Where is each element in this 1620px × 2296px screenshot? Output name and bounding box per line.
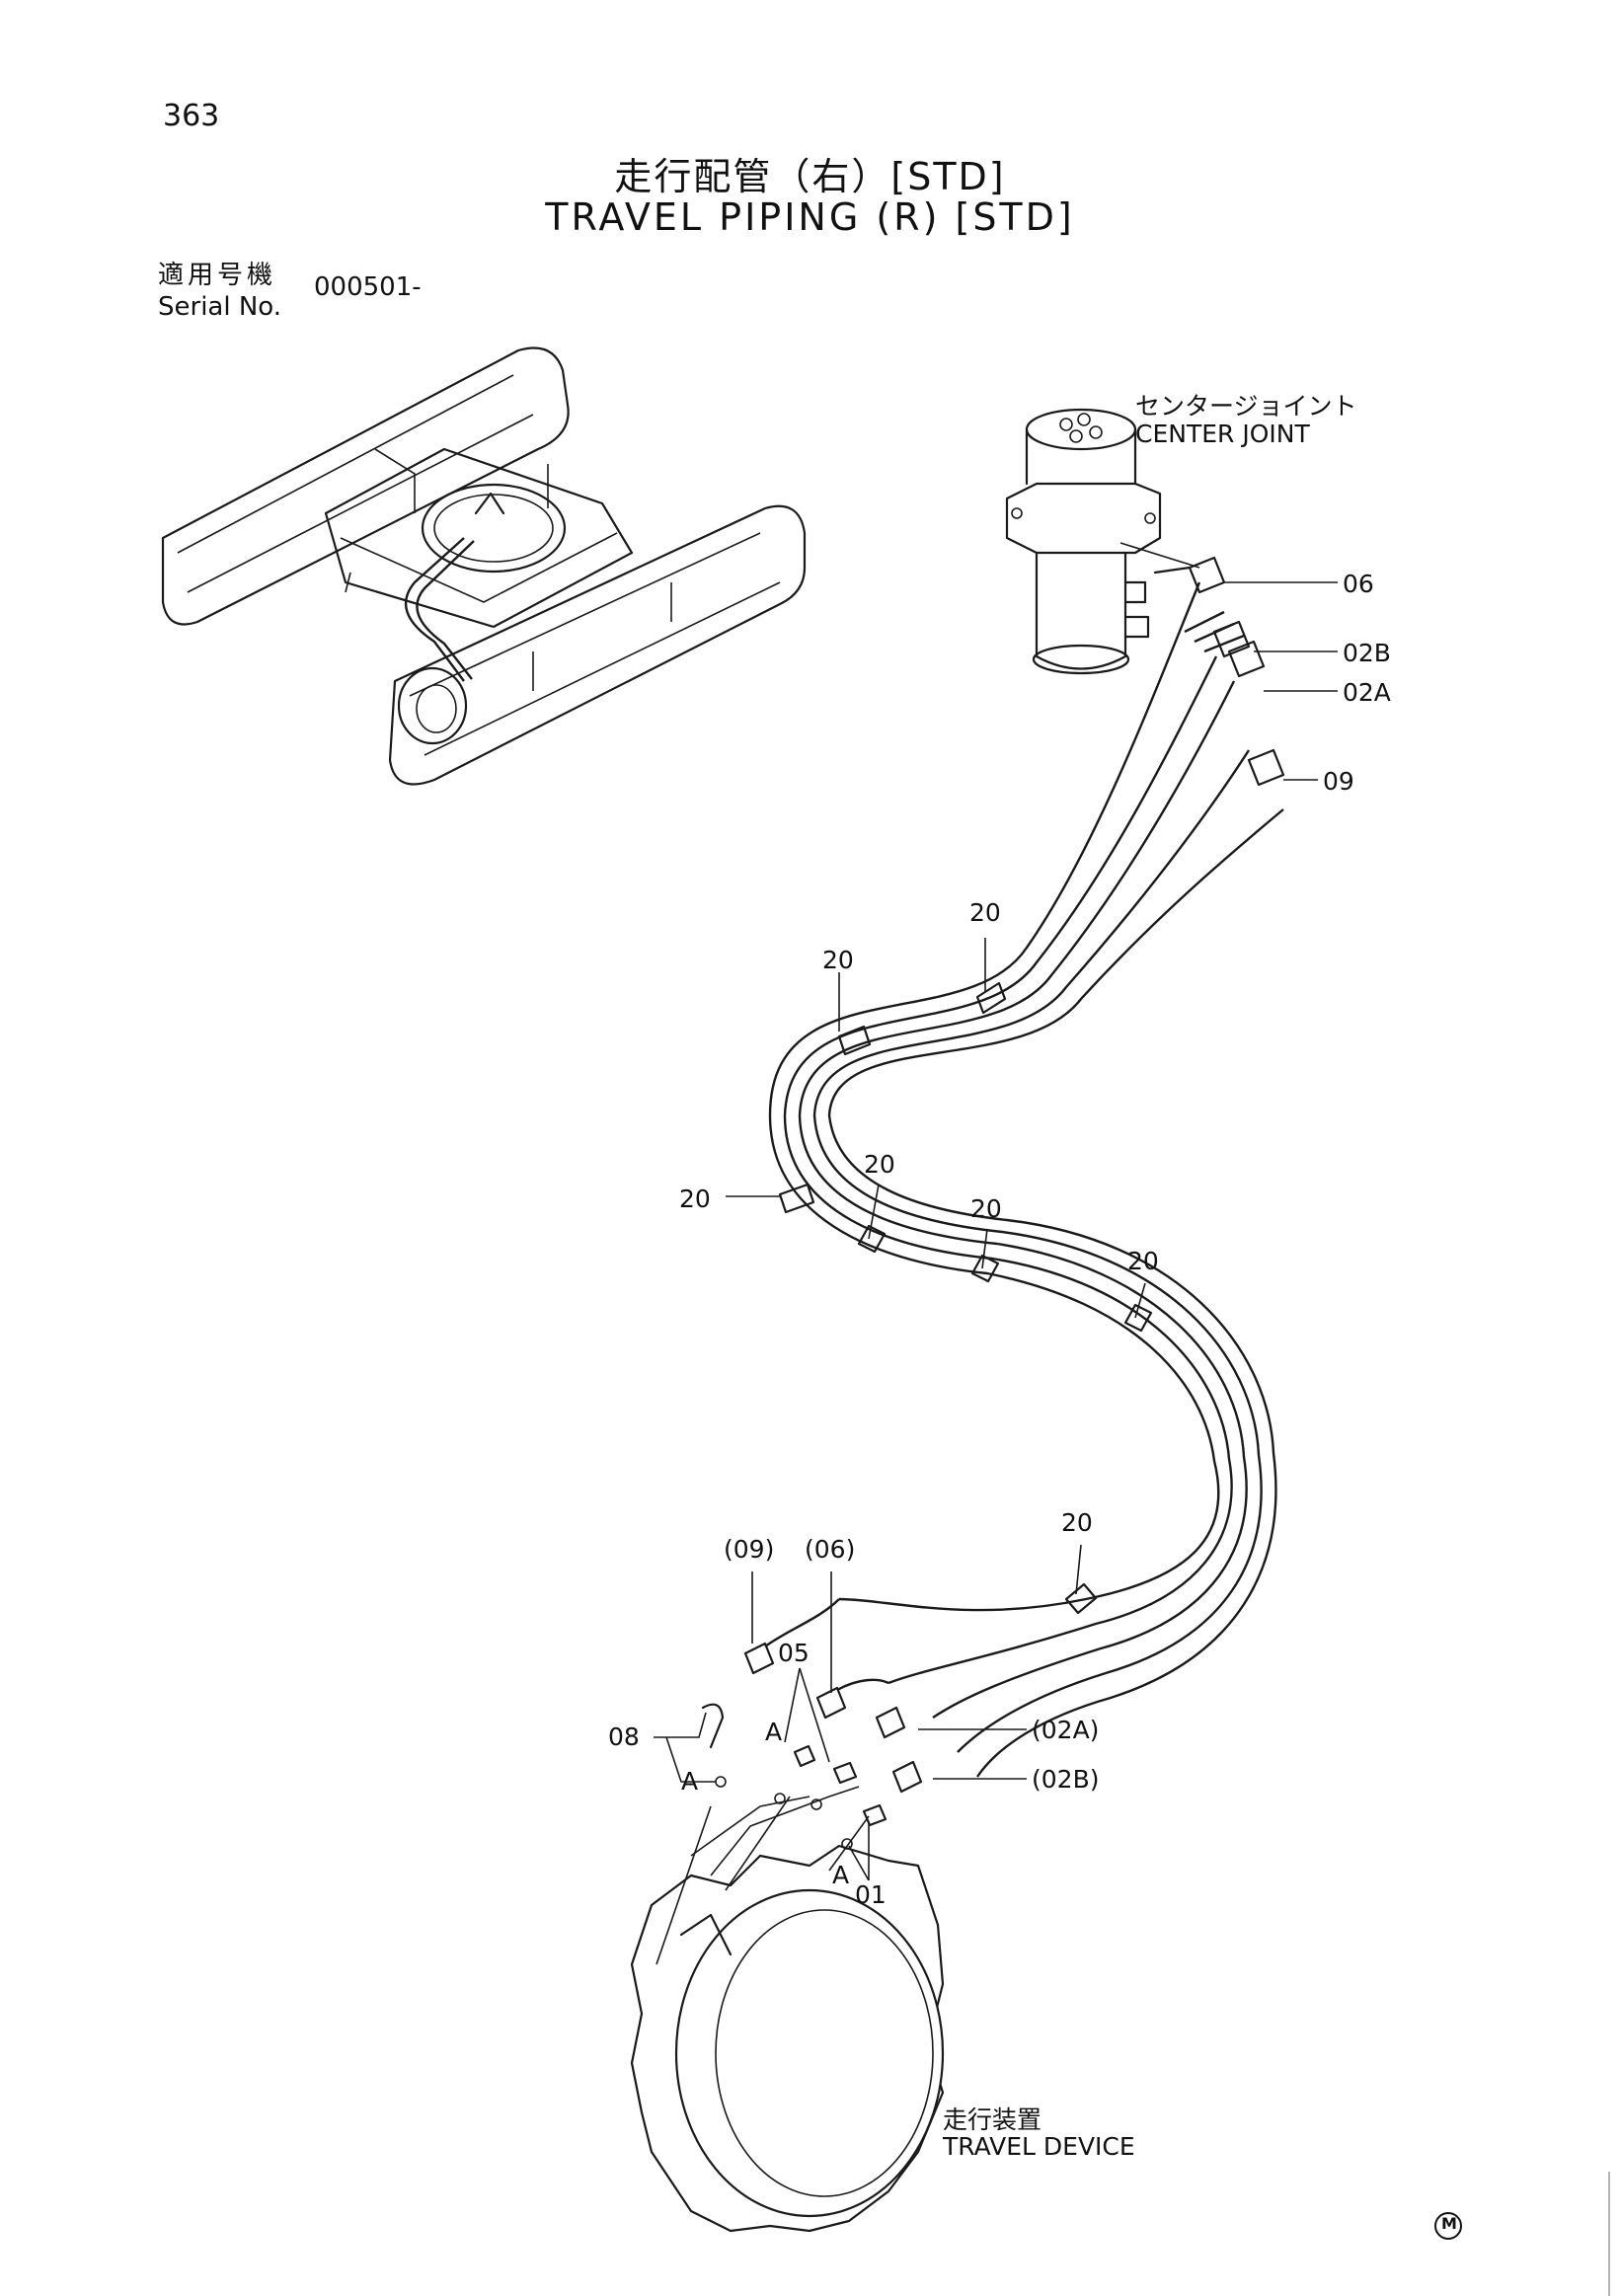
callout-06: 06 xyxy=(1343,570,1374,598)
leader-lines xyxy=(654,542,1338,1881)
callout-a-lower: A xyxy=(832,1861,850,1889)
callout-20-clamp-7: 20 xyxy=(1061,1508,1093,1537)
serial-label-english: Serial No. xyxy=(158,292,281,322)
callout-02b-paren: (02B) xyxy=(1032,1765,1100,1794)
undercarriage-overview-illustration xyxy=(161,346,807,786)
serial-label-japanese: 適用号機 xyxy=(158,261,277,290)
callout-20-clamp-4: 20 xyxy=(864,1150,895,1179)
center-joint-label-english: CENTER JOINT xyxy=(1135,420,1310,448)
callout-06-paren: (06) xyxy=(805,1535,856,1564)
page-title-japanese: 走行配管（右）[STD] xyxy=(614,155,1006,198)
travel-device-label-english: TRAVEL DEVICE xyxy=(943,2132,1135,2161)
callout-02b: 02B xyxy=(1343,639,1391,667)
travel-device-illustration xyxy=(630,1786,945,2233)
callout-09: 09 xyxy=(1323,767,1354,796)
callout-20-clamp-5: 20 xyxy=(970,1194,1002,1223)
center-joint-illustration xyxy=(1005,408,1162,675)
callout-02a: 02A xyxy=(1343,678,1391,707)
callout-20-clamp-3: 20 xyxy=(679,1185,711,1213)
m-mark-letter: M xyxy=(1441,2214,1457,2233)
hose-bundle xyxy=(701,556,1285,1850)
callout-01: 01 xyxy=(855,1880,887,1909)
callout-02a-paren: (02A) xyxy=(1032,1716,1100,1744)
callout-a-left: A xyxy=(681,1767,699,1796)
travel-device-label-japanese: 走行装置 xyxy=(943,2105,1042,2134)
m-mark-icon xyxy=(1434,2212,1462,2240)
callout-05: 05 xyxy=(778,1639,810,1667)
callout-09-paren: (09) xyxy=(724,1535,775,1564)
serial-number-value: 000501- xyxy=(314,272,422,302)
callout-20-clamp-2: 20 xyxy=(822,946,854,974)
callout-08: 08 xyxy=(608,1722,640,1751)
page-number: 363 xyxy=(163,99,220,133)
center-joint-label-japanese: センタージョイント xyxy=(1135,392,1357,421)
callout-20-clamp-1: 20 xyxy=(969,898,1001,927)
page-title-english: TRAVEL PIPING (R) [STD] xyxy=(545,195,1075,239)
callout-20-clamp-6: 20 xyxy=(1127,1247,1159,1275)
callout-a-middle: A xyxy=(765,1718,783,1746)
